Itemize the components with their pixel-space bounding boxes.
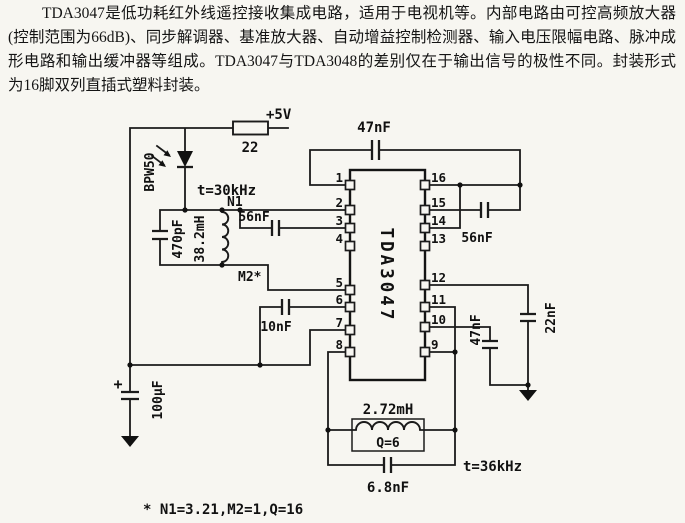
pin-number-6: 6 xyxy=(335,292,343,307)
cap-6-8nf-label: 6.8nF xyxy=(367,480,409,496)
m2-label: M2* xyxy=(238,270,262,285)
pin-number-2: 2 xyxy=(335,195,343,210)
description-paragraph: TDA3047是低功耗红外线遥控接收集成电路，适用于电视机等。内部电路由可控高频… xyxy=(8,5,676,94)
inductor-2-72mh xyxy=(351,418,425,452)
freq-output-label: t=36kHz xyxy=(463,459,522,475)
pin-numbers-right: 16 15 14 13 12 11 10 9 xyxy=(431,170,446,352)
footnote-label: * N1=3.21,M2=1,Q=16 xyxy=(143,502,303,518)
cap-22nf-label: 22nF xyxy=(544,302,559,333)
light-arrows-icon xyxy=(150,144,171,167)
ic-tda3047: TDA3047 xyxy=(344,168,431,382)
pin-number-5: 5 xyxy=(335,275,343,290)
pin-numbers-left: 1 2 3 4 5 6 7 8 xyxy=(335,170,343,352)
pin-number-7: 7 xyxy=(335,315,343,330)
resistor-22-label: 22 xyxy=(242,140,259,156)
cap-56nf-input-label: 56nF xyxy=(238,210,269,225)
junction-dots xyxy=(127,182,531,433)
pin-number-16: 16 xyxy=(431,170,446,185)
capacitor-470pf xyxy=(152,229,168,241)
pin-number-8: 8 xyxy=(335,337,343,352)
capacitor-47nf-right xyxy=(482,339,498,350)
pin-number-12: 12 xyxy=(431,270,446,285)
capacitor-6-8nf xyxy=(382,457,393,473)
pin-number-13: 13 xyxy=(431,231,446,246)
pin-number-11: 11 xyxy=(431,292,446,307)
photodiode-label: BPW50 xyxy=(143,152,158,191)
q-factor-label: Q=6 xyxy=(376,436,400,451)
cap-56nf-right-label: 56nF xyxy=(461,231,492,246)
capacitor-47nf-top xyxy=(370,140,381,160)
ic-name-label: TDA3047 xyxy=(376,228,396,323)
capacitor-56nf-right xyxy=(479,202,490,218)
capacitor-10nf xyxy=(280,299,291,315)
cap-470pf-label: 470pF xyxy=(171,219,186,258)
photodiode-symbol xyxy=(150,144,193,169)
cap-47nf-right-label: 47nF xyxy=(469,314,484,345)
freq-input-label: t=30kHz xyxy=(197,183,256,199)
pin-number-3: 3 xyxy=(335,213,343,228)
cap-47nf-top-label: 47nF xyxy=(357,120,391,136)
inductor-38-2mh xyxy=(221,211,230,263)
component-labels: +5V 22 BPW50 t=30kHz 47nF 56nF 470pF 38.… xyxy=(113,107,559,518)
n1-label: N1 xyxy=(227,195,243,210)
cap-10nf-label: 10nF xyxy=(260,320,291,335)
supply-label: +5V xyxy=(266,107,292,123)
cap-100uf-label: 100μF xyxy=(151,380,166,419)
pin-number-9: 9 xyxy=(431,337,439,352)
ground-symbol-right xyxy=(519,390,537,401)
ground-symbol-left xyxy=(121,436,139,447)
capacitor-22nf xyxy=(520,312,536,323)
pin-number-10: 10 xyxy=(431,312,446,327)
polarity-plus-label: + xyxy=(113,375,122,393)
wire-segments xyxy=(129,127,529,466)
capacitor-56nf-input xyxy=(270,220,281,236)
ind-2-72mh-label: 2.72mH xyxy=(363,402,414,418)
ind-38-2mh-label: 38.2mH xyxy=(193,216,208,263)
pin-number-1: 1 xyxy=(335,170,343,185)
pin-number-4: 4 xyxy=(335,231,343,246)
capacitor-100uf xyxy=(121,390,139,401)
pin-number-14: 14 xyxy=(431,213,446,228)
resistor-22 xyxy=(232,120,269,136)
pin-number-15: 15 xyxy=(431,195,446,210)
